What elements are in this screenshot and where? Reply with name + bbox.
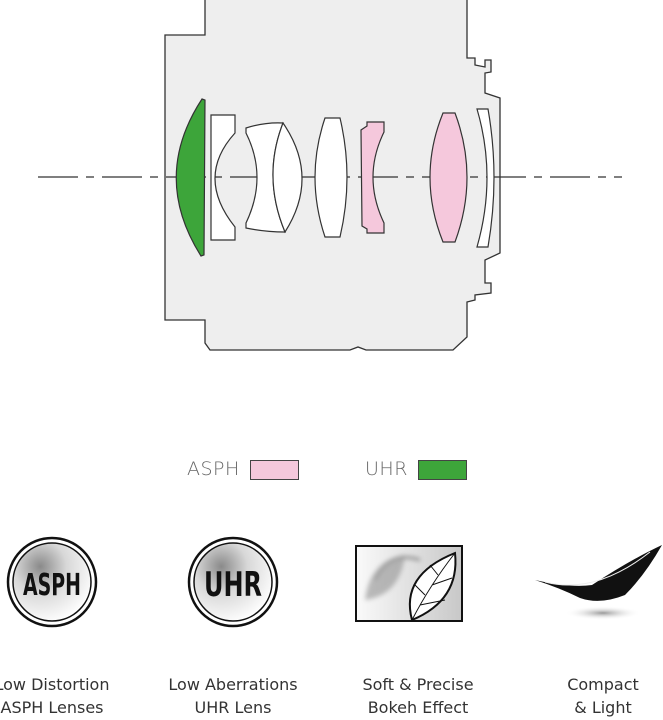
lens-element-4	[272, 121, 303, 234]
asph-badge-text: ASPH	[23, 568, 81, 603]
legend-asph-swatch	[250, 460, 299, 480]
lens-element-asph-2	[429, 112, 468, 243]
feature-bokeh: Soft & Precise Bokeh Effect	[328, 673, 508, 719]
lens-element-2	[210, 114, 236, 241]
lens-element-asph-1	[360, 121, 385, 234]
lens-element-5	[314, 117, 348, 238]
feature-line2: Bokeh Effect	[367, 698, 469, 717]
uhr-badge-text: UHR	[204, 565, 262, 605]
feature-line2: ASPH Lenses	[0, 698, 104, 717]
feature-asph: Low Distortion ASPH Lenses	[0, 673, 142, 719]
feature-line2: UHR Lens	[194, 698, 272, 717]
legend-uhr-label: UHR	[365, 458, 408, 480]
feature-compact: Compact & Light	[513, 673, 663, 719]
bokeh-leaf-icon	[355, 545, 463, 622]
lens-element-uhr	[175, 98, 206, 257]
lens-element-8	[476, 108, 495, 248]
feature-line2: & Light	[574, 698, 632, 717]
asph-badge-icon: ASPH	[6, 536, 98, 628]
feature-line1: Compact	[567, 675, 639, 694]
feature-line1: Soft & Precise	[362, 675, 474, 694]
legend-asph-label: ASPH	[187, 458, 240, 480]
uhr-badge-icon: UHR	[187, 536, 279, 628]
feather-icon	[535, 545, 662, 620]
legend-uhr-swatch	[418, 460, 467, 480]
feature-line1: Low Aberrations	[168, 675, 298, 694]
feature-uhr: Low Aberrations UHR Lens	[143, 673, 323, 719]
feature-line1: Low Distortion	[0, 675, 110, 694]
